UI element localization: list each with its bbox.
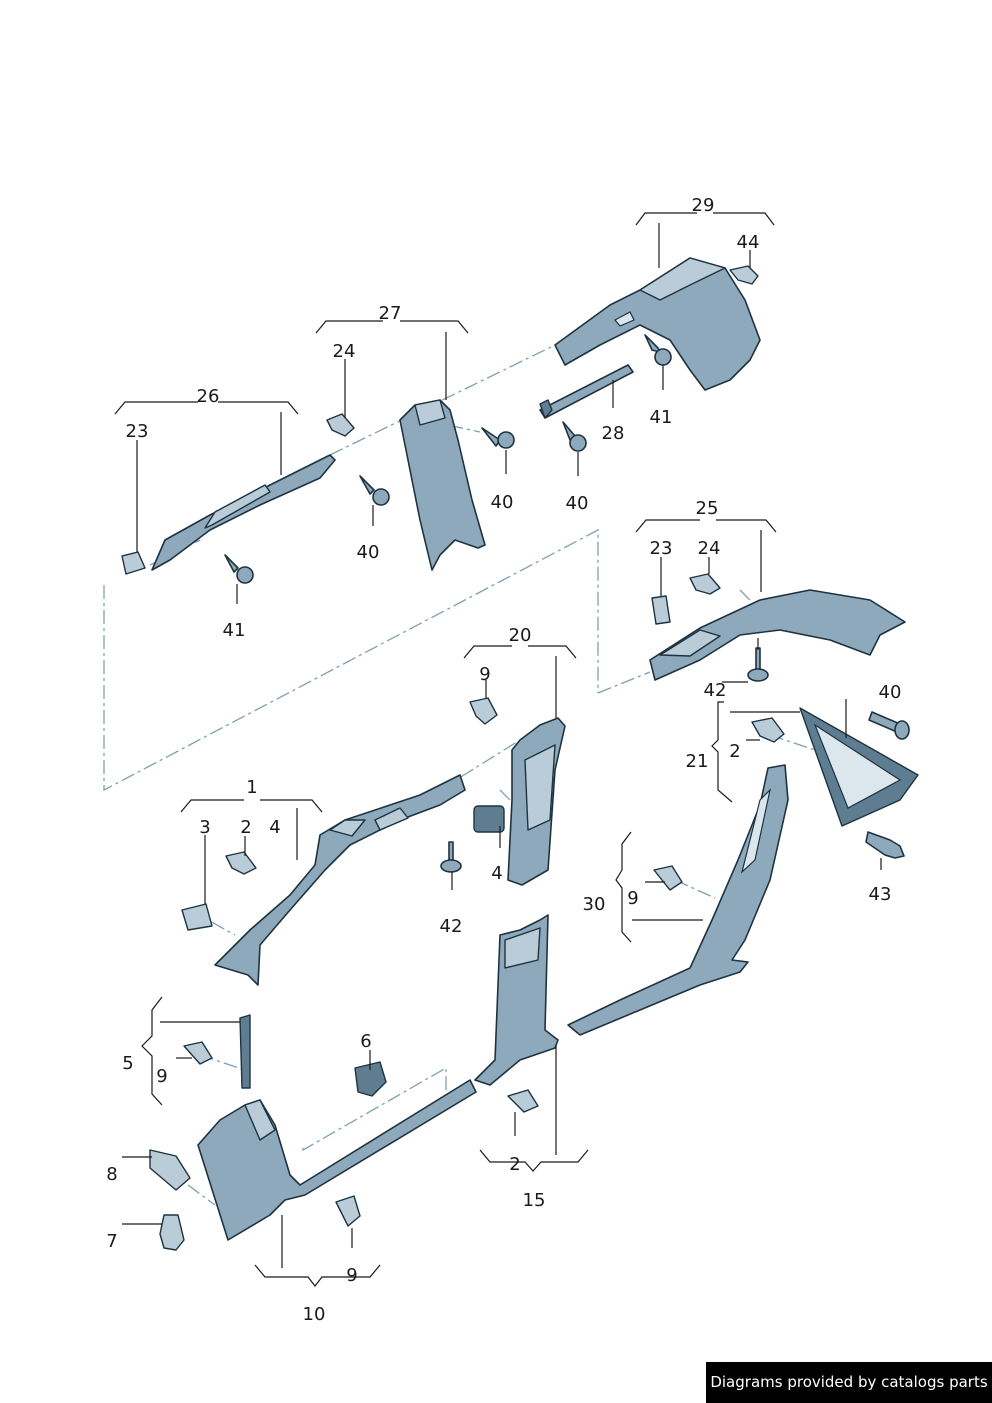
callout-43: 43	[869, 884, 892, 905]
callout-27: 27	[379, 303, 402, 324]
callout-20: 20	[509, 625, 532, 646]
callout-40-b: 40	[566, 493, 589, 514]
callout-2-bottom: 2	[509, 1154, 520, 1175]
screw-41-top-icon	[644, 334, 672, 366]
callout-21: 21	[686, 751, 709, 772]
screw-42-a-icon	[747, 647, 769, 682]
clip-3-icon	[181, 903, 213, 931]
clip-8-icon	[149, 1149, 191, 1191]
screw-40-b-icon	[562, 421, 587, 452]
screw-40-c-icon	[359, 475, 390, 506]
bolt-40-d-icon	[868, 711, 910, 740]
callout-40-d: 40	[879, 682, 902, 703]
screw-40-a-icon	[481, 427, 515, 449]
callout-23-right: 23	[650, 538, 673, 559]
part-1-front-pillar-trim	[214, 774, 466, 986]
part-30-long-trim	[567, 764, 789, 1036]
callout-41-top: 41	[650, 407, 673, 428]
callout-42-left: 42	[440, 916, 463, 937]
callout-41-bottom: 41	[223, 620, 246, 641]
callout-24-top: 24	[333, 341, 356, 362]
callout-29: 29	[692, 195, 715, 216]
callout-23-top: 23	[126, 421, 149, 442]
callout-7: 7	[106, 1231, 117, 1252]
callout-9-bottom: 9	[346, 1265, 357, 1286]
screw-42-b-icon	[440, 841, 462, 873]
callout-9-left: 9	[156, 1066, 167, 1087]
clip-23-b-icon	[651, 595, 671, 625]
callout-4-left: 4	[269, 817, 280, 838]
callout-40-c: 40	[357, 542, 380, 563]
callout-40-a: 40	[491, 492, 514, 513]
callout-42-right: 42	[704, 680, 727, 701]
clip-2-a-icon	[751, 717, 785, 743]
callout-28: 28	[602, 423, 625, 444]
callout-2-left: 2	[240, 817, 251, 838]
part-26-upper-rail	[151, 454, 336, 571]
clip-44-icon	[729, 265, 759, 285]
callout-2-right: 2	[729, 741, 740, 762]
callout-6: 6	[360, 1031, 371, 1052]
part-27-pillar-upper	[399, 399, 486, 571]
part-28-strip	[539, 364, 634, 419]
part-15-lower-pillar	[474, 914, 559, 1086]
part-25-rear-side-trim	[649, 589, 906, 681]
clip-24-b-icon	[689, 573, 721, 595]
part-5-small-strip	[239, 1014, 251, 1089]
cap-4-icon	[473, 805, 505, 833]
part-29-rear-upper-trim	[554, 257, 761, 391]
clip-2-c-icon	[507, 1089, 539, 1113]
part-21-triangle-trim	[799, 707, 919, 827]
clip-43-icon	[865, 831, 905, 859]
fasteners	[121, 265, 910, 1251]
callout-26: 26	[197, 386, 220, 407]
clip-9-d-icon	[335, 1195, 361, 1227]
callout-9-mid: 9	[627, 888, 638, 909]
clip-9-c-icon	[183, 1041, 213, 1065]
callout-10: 10	[303, 1304, 326, 1325]
callout-labels: 29 44 27 24 26 23 41 28 40 40 40 41 25 2…	[106, 195, 901, 1325]
callout-8: 8	[106, 1164, 117, 1185]
clip-9-b-icon	[653, 865, 683, 891]
callout-5: 5	[122, 1053, 133, 1074]
callout-44: 44	[737, 232, 760, 253]
callout-3: 3	[199, 817, 210, 838]
part-20-pillar-lower	[507, 717, 566, 886]
clip-7-icon	[159, 1214, 185, 1251]
clip-23-a-icon	[121, 551, 146, 575]
screw-41-bottom-icon	[224, 554, 254, 584]
clip-2-b-icon	[225, 851, 257, 875]
clip-6-icon	[354, 1061, 387, 1097]
callout-9-top: 9	[479, 664, 490, 685]
leader-lines	[114, 212, 882, 1287]
callout-1: 1	[246, 777, 257, 798]
clip-24-a-icon	[326, 413, 355, 437]
callout-4-right: 4	[491, 863, 502, 884]
callout-30: 30	[583, 894, 606, 915]
callout-24-right: 24	[698, 538, 721, 559]
callout-15: 15	[523, 1190, 546, 1211]
clip-9-a-icon	[469, 697, 498, 725]
callout-25: 25	[696, 498, 719, 519]
part-10-front-sill	[197, 1079, 477, 1241]
footer-credit: Diagrams provided by catalogs parts	[706, 1362, 992, 1403]
